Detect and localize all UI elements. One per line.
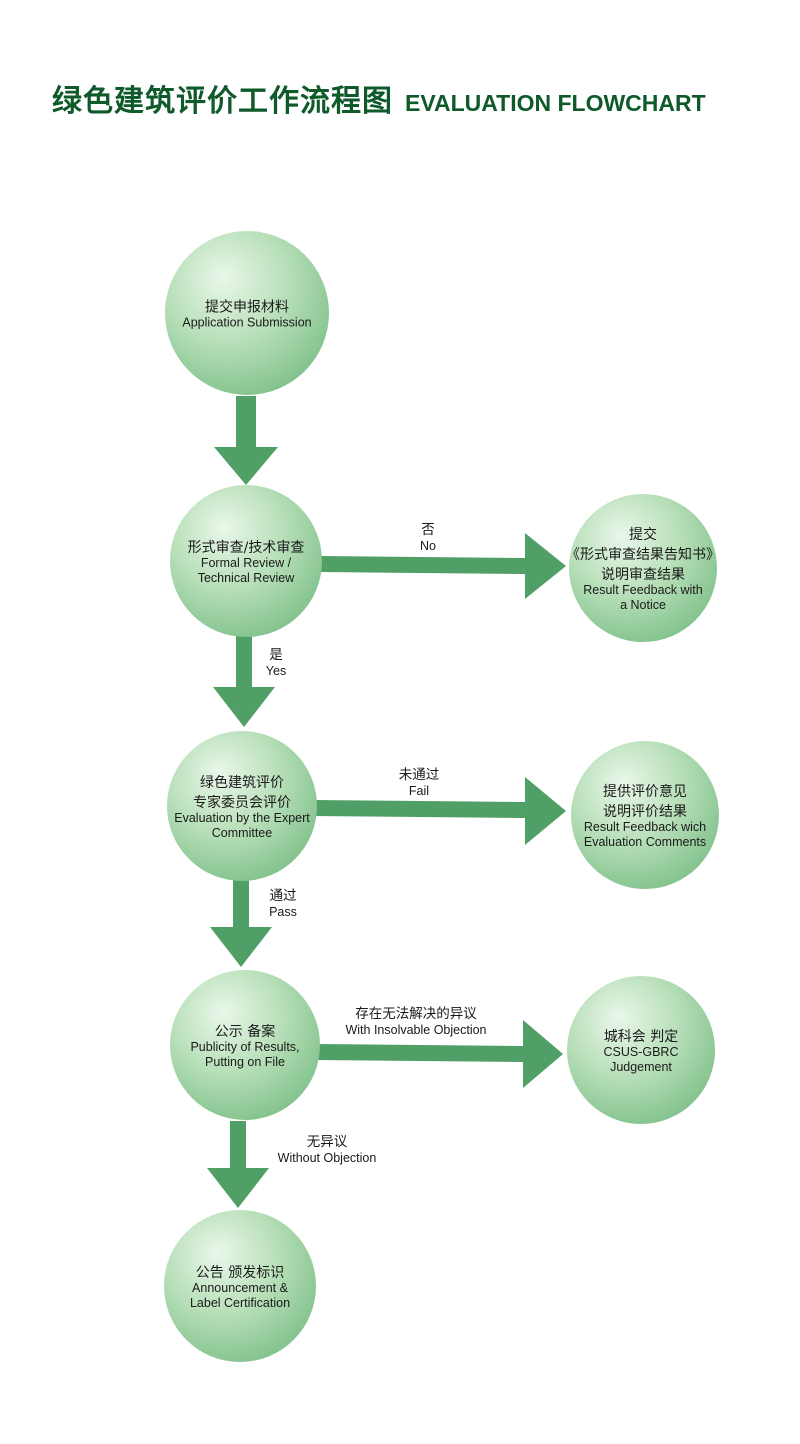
arrows-layer (207, 396, 566, 1208)
arrow-head (523, 1020, 563, 1088)
arrow-review-yes (213, 636, 275, 727)
node-label-english: Evaluation Comments (584, 835, 706, 849)
node-label-english: Result Feedback wich (584, 820, 706, 834)
node-label-english: Label Certification (190, 1296, 290, 1310)
edge-label-english: Without Objection (278, 1151, 377, 1165)
node-circle (567, 976, 715, 1124)
arrow-review-no (317, 533, 566, 599)
node-label-english: Committee (212, 826, 272, 840)
arrow-shaft (311, 800, 526, 818)
arrow-evaluation-fail (311, 777, 566, 845)
node-circle (571, 741, 719, 889)
edge-label-chinese: 通过 (270, 888, 297, 904)
node-label-english: Putting on File (205, 1055, 285, 1069)
arrow-head (207, 1168, 269, 1208)
page-title-english: EVALUATION FLOWCHART (405, 90, 706, 116)
edge-label-chinese: 否 (421, 522, 435, 538)
node-label-chinese: 城科会 判定 (604, 1029, 678, 1045)
node-label-chinese: 公示 备案 (215, 1023, 275, 1040)
edge-label-chinese: 存在无法解决的异议 (355, 1006, 477, 1022)
node-label-chinese: 专家委员会评价 (193, 794, 291, 811)
edge-label-english: No (420, 539, 436, 553)
node-label-chinese: 公告 颁发标识 (196, 1265, 284, 1281)
node-circle (164, 1210, 316, 1362)
arrow-publicity-objection (315, 1020, 563, 1088)
arrow-head (525, 777, 566, 845)
node-label-english: a Notice (620, 598, 666, 612)
arrow-shaft (315, 1044, 524, 1062)
node-label-english: Formal Review / (201, 556, 292, 570)
node-circle (170, 485, 322, 637)
edge-label-chinese: 未通过 (399, 767, 440, 783)
node-label-english: Evaluation by the Expert (174, 811, 310, 825)
node-label-english: Application Submission (182, 316, 311, 330)
edge-label-english: Yes (266, 664, 286, 678)
node-label-english: Result Feedback with (583, 583, 703, 597)
node-label-chinese: 《形式审查结果告知书》 (566, 546, 720, 563)
page-title: 绿色建筑评价工作流程图 EVALUATION FLOWCHART (52, 76, 706, 120)
node-label-chinese: 提交申报材料 (205, 299, 289, 316)
edge-label-english: With Insolvable Objection (345, 1023, 486, 1037)
node-label-chinese: 说明评价结果 (603, 804, 687, 820)
node-label-chinese: 说明审查结果 (601, 567, 685, 583)
node-circle (165, 231, 329, 395)
arrow-shaft (317, 556, 526, 574)
node-circle (167, 731, 317, 881)
arrow-head (210, 927, 272, 967)
node-label-english: CSUS-GBRC (603, 1045, 678, 1059)
node-label-chinese: 提交 (629, 526, 657, 543)
edge-label-english: Pass (269, 905, 297, 919)
node-label-chinese: 形式审查/技术审查 (188, 540, 305, 556)
arrow-head (525, 533, 566, 599)
arrow-head (213, 687, 275, 727)
edge-label-chinese: 是 (269, 647, 283, 663)
node-label-english: Publicity of Results, (190, 1040, 299, 1054)
arrow-head (214, 447, 278, 485)
arrow-publicity-no-objection (207, 1121, 269, 1208)
page-title-chinese: 绿色建筑评价工作流程图 (52, 84, 393, 119)
edge-label-chinese: 无异议 (307, 1134, 348, 1150)
arrow-evaluation-pass (210, 880, 272, 967)
node-label-chinese: 绿色建筑评价 (200, 774, 284, 791)
node-circle (170, 970, 320, 1120)
node-label-chinese: 提供评价意见 (603, 783, 687, 800)
node-circle (569, 494, 717, 642)
node-label-english: Judgement (610, 1060, 672, 1074)
node-label-english: Technical Review (198, 571, 296, 585)
edge-label-english: Fail (409, 784, 429, 798)
arrow-submit-to-review (214, 396, 278, 485)
node-label-english: Announcement & (192, 1281, 289, 1295)
